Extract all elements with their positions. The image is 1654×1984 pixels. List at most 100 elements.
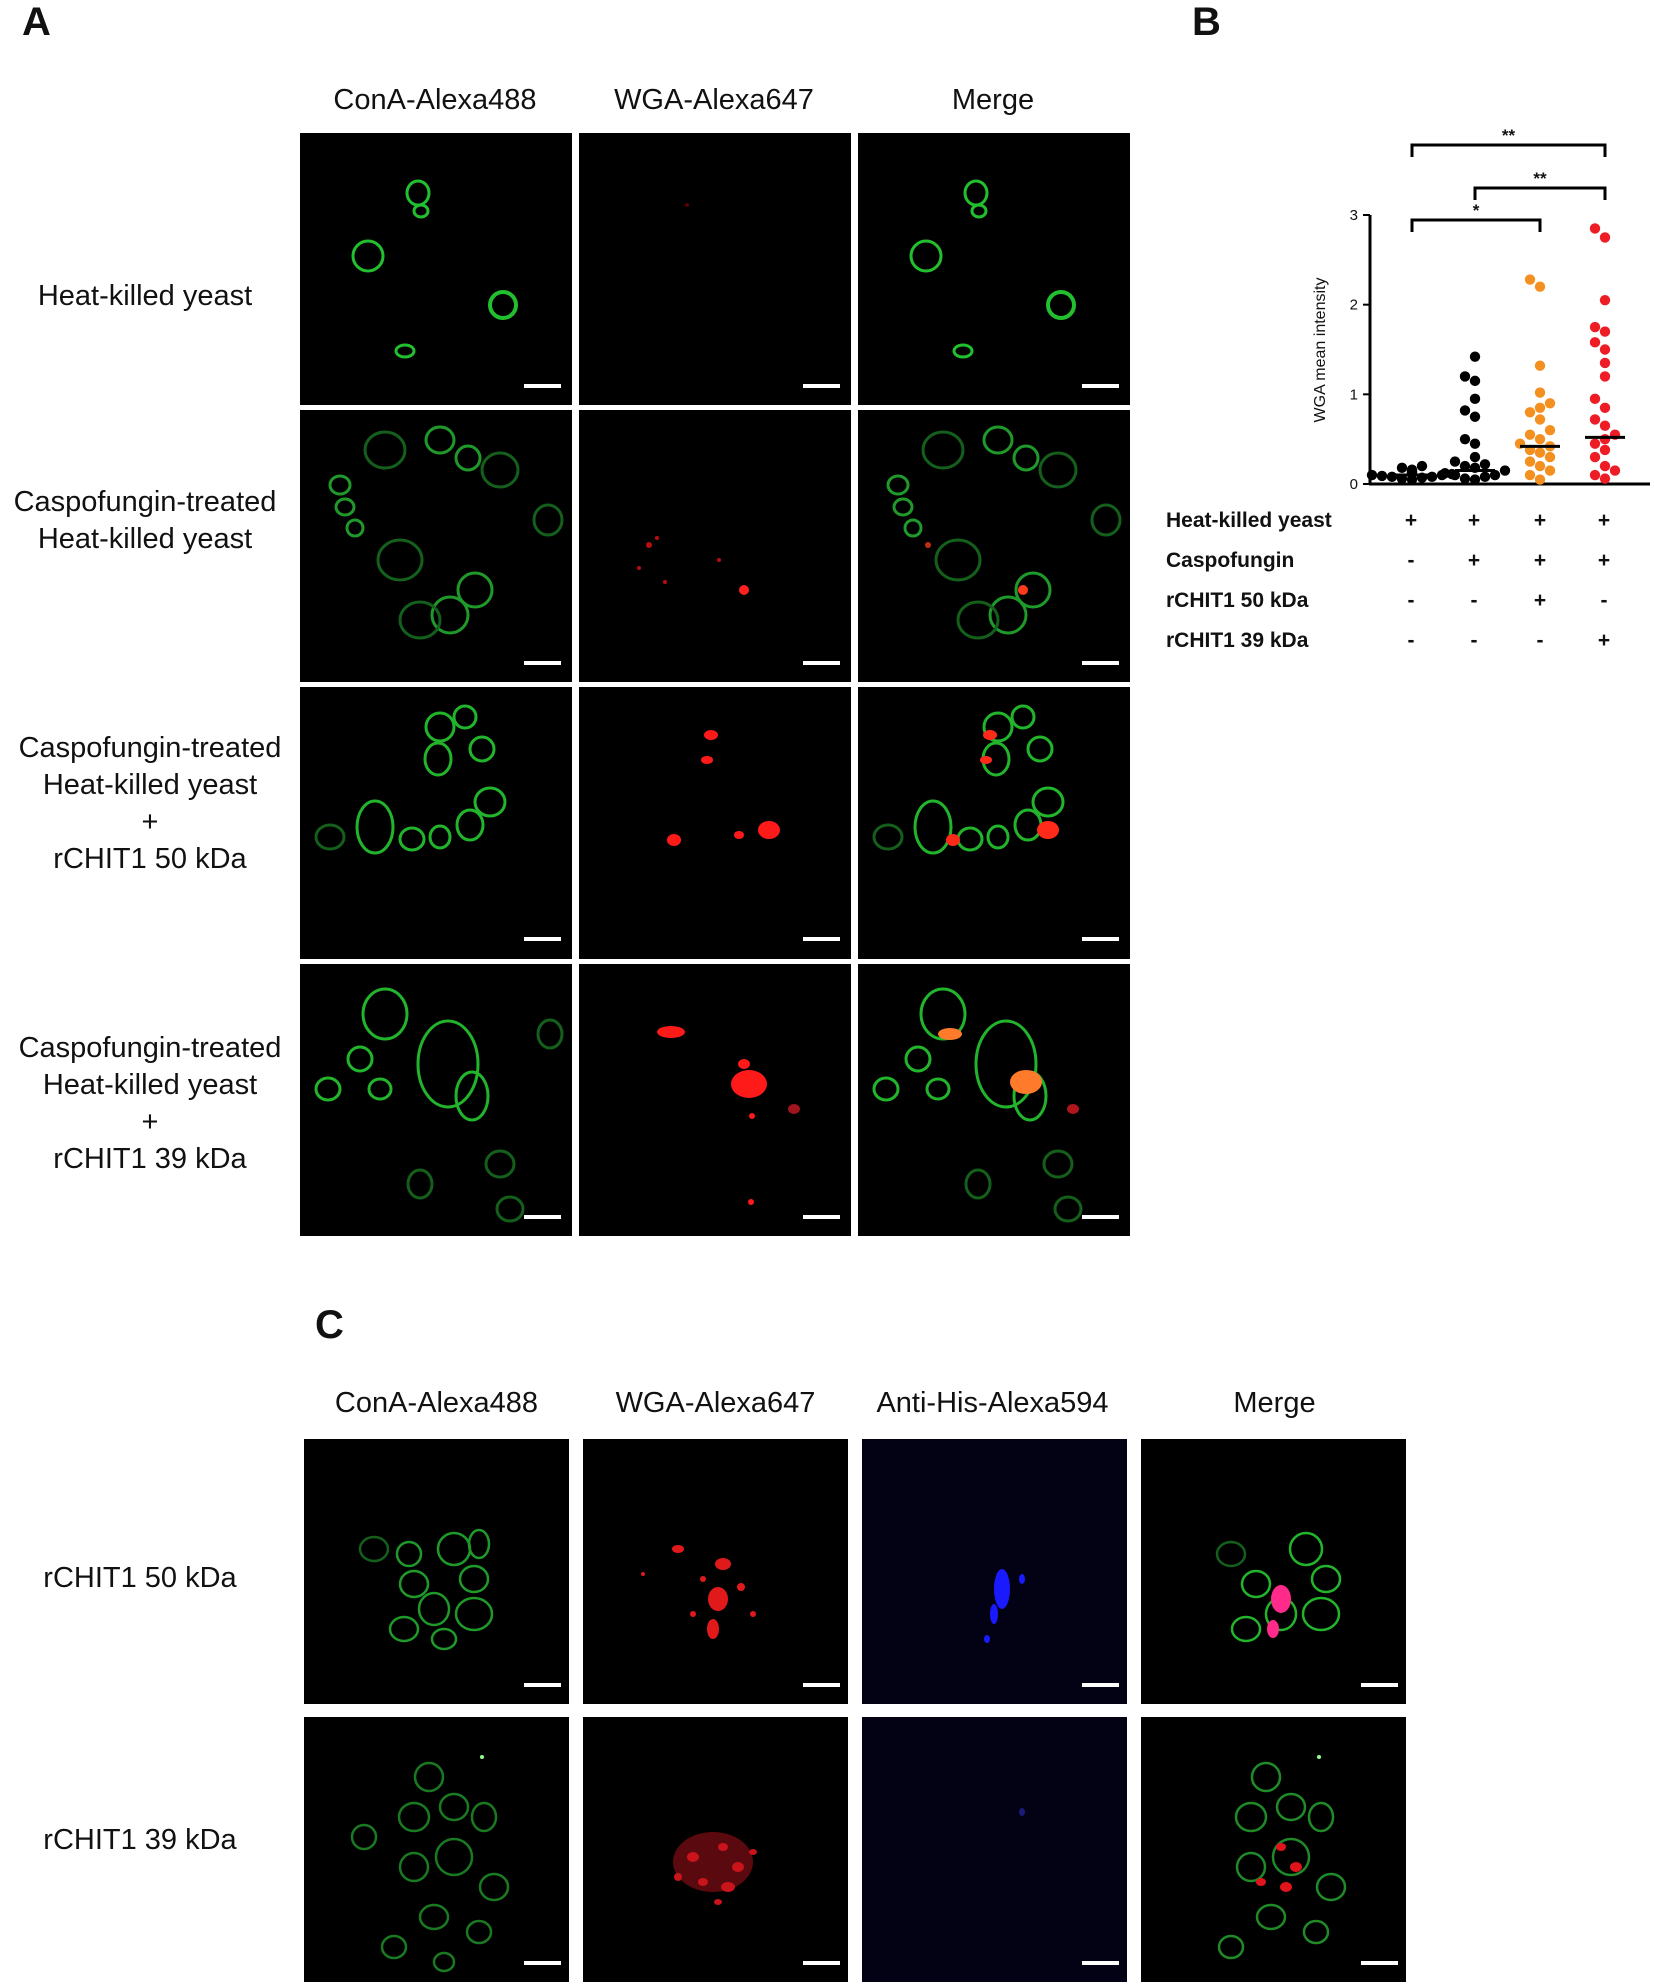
data-point [1534,360,1546,371]
data-point [1599,294,1611,306]
data-point [1479,459,1491,470]
significance-bracket [1473,186,1607,200]
condition-sign: + [1533,509,1547,532]
condition-sign: - [1470,629,1478,652]
micrograph-a-heat-killed-cona [300,133,572,405]
significance-label: * [1473,201,1480,220]
condition-sign: + [1597,509,1611,532]
panel-a-row-label-2: Caspofungin-treated Heat-killed yeast [0,484,290,558]
significance-bracket [1410,218,1542,232]
row-label-line: rCHIT1 39 kDa [53,1143,247,1175]
data-point [1469,451,1481,463]
data-point [1479,471,1491,483]
data-point [1406,464,1418,475]
data-point [1534,460,1546,472]
condition-sign: + [1533,549,1547,572]
panel-c-col-header-wga: WGA-Alexa647 [615,1387,816,1419]
scale-bar [1361,1961,1398,1965]
data-point [1376,470,1388,482]
row-label-line: Heat-killed yeast [42,1069,258,1101]
row-label-line: Caspofungin-treated [18,1032,282,1064]
condition-sign: + [1533,589,1547,612]
condition-sign: + [1404,509,1418,532]
data-point [1469,474,1481,485]
row-label-line: rCHIT1 50 kDa [53,843,247,875]
condition-label-heat-killed: Heat-killed yeast [1166,509,1332,532]
micrograph-c-39kda-merge [1141,1717,1406,1982]
data-point [1459,405,1471,416]
significance-brackets: ***** [1410,126,1607,232]
condition-label-rchit1-39: rCHIT1 39 kDa [1166,629,1309,652]
condition-sign: + [1467,509,1481,532]
data-point [1439,468,1451,479]
row-label-line: Heat-killed yeast [37,523,253,555]
data-point [1599,371,1611,382]
micrograph-a-50kda-wga [579,687,851,959]
scale-bar [803,1683,840,1687]
panel-c-col-header-merge: Merge [1233,1387,1316,1419]
data-point [1469,438,1481,449]
panel-c-row-label-1: rCHIT1 50 kDa [43,1562,237,1594]
y-tick-label: 0 [1350,476,1358,493]
scale-bar [524,384,561,388]
condition-sign: - [1407,589,1415,612]
scale-bar [524,661,561,665]
data-point [1589,451,1601,463]
panel-a-col-header-wga: WGA-Alexa647 [614,84,814,116]
significance-label: ** [1502,126,1516,145]
micrograph-a-50kda-merge [858,687,1130,959]
data-point [1534,414,1546,425]
micrograph-a-heat-killed-merge [858,133,1130,405]
data-point [1589,469,1601,481]
data-point [1534,433,1546,445]
data-point [1599,357,1611,369]
data-point [1544,451,1556,463]
scale-bar [1082,661,1119,665]
micrograph-a-39kda-merge [858,964,1130,1236]
data-point [1366,469,1378,481]
median-lines [1392,435,1625,477]
data-point [1589,393,1601,405]
data-point [1426,471,1438,483]
scale-bar [1082,937,1119,941]
data-point [1599,420,1611,431]
panel-a-col-header-cona: ConA-Alexa488 [333,84,537,116]
data-point [1469,351,1481,362]
data-point [1524,456,1536,467]
condition-sign: - [1600,589,1608,612]
micrograph-a-39kda-cona [300,964,572,1236]
data-point [1599,344,1611,355]
data-point [1534,474,1546,485]
data-point [1524,274,1536,285]
row-label-line: + [141,806,159,838]
panel-c-col-header-antihis: Anti-His-Alexa594 [876,1387,1109,1419]
data-point [1449,456,1461,467]
scale-bar [803,1961,840,1965]
data-point [1459,371,1471,382]
micrograph-c-50kda-cona [304,1439,569,1704]
condition-sign: - [1536,629,1544,652]
scale-bar [524,1215,561,1219]
data-point [1599,444,1611,456]
condition-sign: + [1597,629,1611,652]
scale-bar [1361,1683,1398,1687]
panel-a-row-label-4: Caspofungin-treated Heat-killed yeast + … [5,1030,295,1178]
data-point [1589,223,1601,234]
row-label-line: Caspofungin-treated [18,732,282,764]
data-point [1599,402,1611,413]
scale-bar [803,384,840,388]
data-point [1609,465,1621,476]
data-points [1366,223,1621,485]
micrograph-a-50kda-cona [300,687,572,959]
panel-a-row-label-1: Heat-killed yeast [0,278,290,315]
panel-b-letter: B [1192,0,1221,44]
data-point [1599,460,1611,472]
row-label-line: Heat-killed yeast [37,280,253,312]
y-tick-label: 2 [1350,297,1358,314]
panel-c-letter: C [315,1303,344,1347]
micrograph-c-39kda-antihis [862,1717,1127,1982]
condition-sign: + [1467,549,1481,572]
condition-label-caspofungin: Caspofungin [1166,549,1295,572]
data-point [1459,460,1471,472]
